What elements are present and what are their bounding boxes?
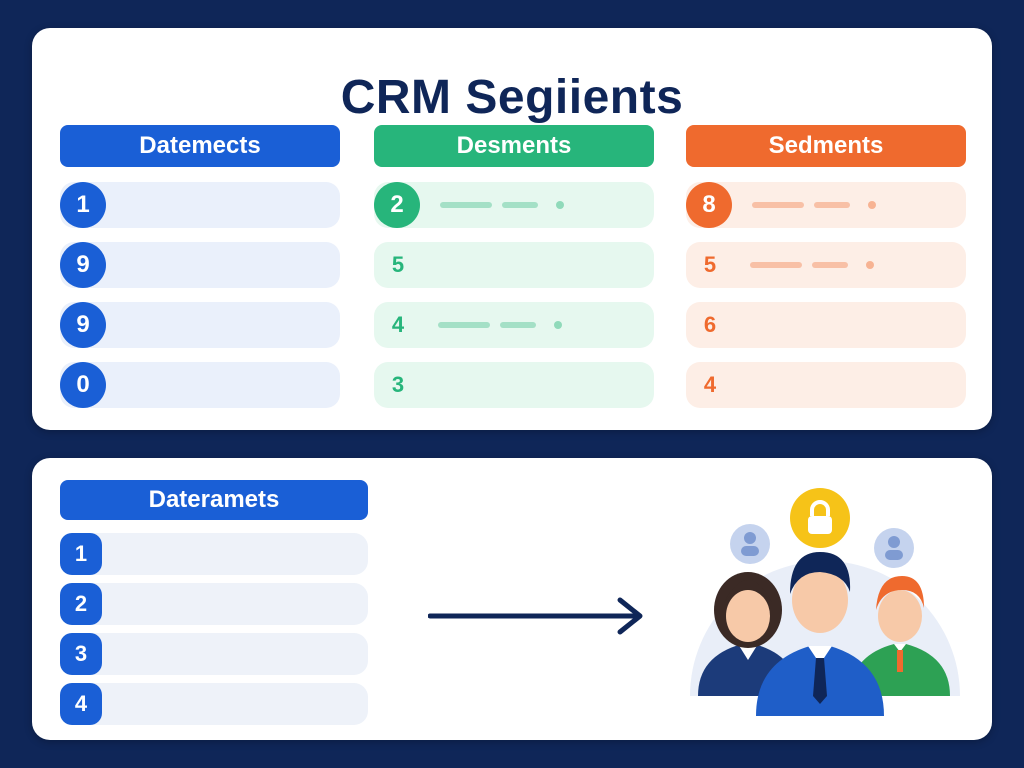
row-placeholder-lines [440, 201, 564, 209]
segment-row[interactable]: 0 [60, 362, 340, 408]
row-placeholder-lines [752, 201, 876, 209]
segment-row[interactable]: 3 [374, 362, 654, 408]
parameters-header[interactable]: Dateramets [60, 480, 368, 520]
segment-row[interactable]: 1 [60, 182, 340, 228]
column-header[interactable]: Desments [374, 125, 654, 167]
parameter-number-badge: 3 [60, 633, 102, 675]
segment-number: 4 [703, 372, 717, 397]
segment-number: 4 [391, 312, 405, 337]
parameters-rows: 1 2 3 4 [60, 533, 368, 725]
parameter-number-badge: 1 [60, 533, 102, 575]
lock-icon [790, 488, 850, 548]
data-parameters-card: Dateramets 1 2 3 4 [32, 458, 992, 740]
row-placeholder-lines [750, 261, 874, 269]
column-rows: 2 5 4 3 [374, 182, 654, 408]
customer-group-icon [690, 488, 960, 716]
segment-number-badge: 0 [60, 362, 106, 408]
segment-row[interactable]: 4 [374, 302, 654, 348]
user-icon [874, 528, 914, 568]
parameter-row[interactable]: 4 [60, 683, 368, 725]
page-title: CRM Segiients [340, 71, 684, 124]
row-placeholder-lines [438, 321, 562, 329]
segment-row[interactable]: 2 [374, 182, 654, 228]
parameter-row[interactable]: 2 [60, 583, 368, 625]
column-header[interactable]: Datemects [60, 125, 340, 167]
arrow-right-icon [428, 597, 643, 635]
segment-number-badge: 1 [60, 182, 106, 228]
segment-row[interactable]: 4 [686, 362, 966, 408]
parameters-list: Dateramets 1 2 3 4 [60, 480, 368, 733]
segment-number-badge: 8 [686, 182, 732, 228]
segment-number-badge: 9 [60, 302, 106, 348]
parameter-row[interactable]: 1 [60, 533, 368, 575]
segment-row[interactable]: 5 [374, 242, 654, 288]
segment-row[interactable]: 9 [60, 242, 340, 288]
user-icon [730, 524, 770, 564]
segment-column-3: Sedments 8 5 6 4 [686, 125, 966, 422]
segment-row[interactable]: 9 [60, 302, 340, 348]
parameter-number-badge: 4 [60, 683, 102, 725]
parameter-number-badge: 2 [60, 583, 102, 625]
segment-column-2: Desments 2 5 4 3 [374, 125, 654, 422]
column-header[interactable]: Sedments [686, 125, 966, 167]
segment-row[interactable]: 6 [686, 302, 966, 348]
parameter-row[interactable]: 3 [60, 633, 368, 675]
segment-number-badge: 9 [60, 242, 106, 288]
segment-number: 3 [391, 372, 405, 397]
segment-row[interactable]: 5 [686, 242, 966, 288]
segment-number: 6 [703, 312, 717, 337]
column-rows: 8 5 6 4 [686, 182, 966, 408]
segment-number: 5 [703, 252, 717, 277]
segment-number-badge: 2 [374, 182, 420, 228]
segment-row[interactable]: 8 [686, 182, 966, 228]
segment-number: 5 [391, 252, 405, 277]
